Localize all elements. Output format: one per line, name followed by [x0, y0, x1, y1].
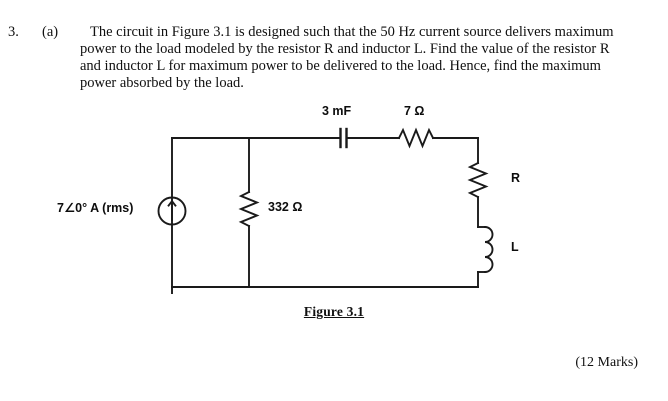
load-resistor-label: R	[511, 171, 521, 185]
current-source-arrow-head	[167, 199, 177, 207]
question-number: 3.	[8, 24, 19, 40]
figure-caption-text: Figure 3.1	[303, 304, 365, 319]
resistor-332ohm-symbol	[238, 190, 260, 228]
capacitor-label: 3 mF	[322, 104, 352, 118]
resistor-7ohm-symbol	[397, 127, 435, 149]
marks-label: (12 Marks)	[575, 355, 638, 370]
resistor-R-symbol	[467, 161, 489, 199]
circuit-diagram: 7∠0° A (rms) 332 Ω 3 mF 7 Ω R L	[0, 95, 668, 310]
question-part-label: (a)	[42, 24, 59, 40]
question-text: The circuit in Figure 3.1 is designed su…	[80, 24, 614, 91]
current-source-circle	[157, 196, 187, 226]
inductor-L-symbol	[484, 226, 494, 273]
figure-caption: Figure 3.1	[0, 303, 668, 321]
load-inductor-label: L	[511, 240, 519, 254]
circuit-schematic-svg	[157, 127, 494, 294]
current-source-label: 7∠0° A (rms)	[57, 201, 134, 215]
shunt-resistor-label: 332 Ω	[268, 200, 303, 214]
series-resistor-label: 7 Ω	[404, 104, 425, 118]
